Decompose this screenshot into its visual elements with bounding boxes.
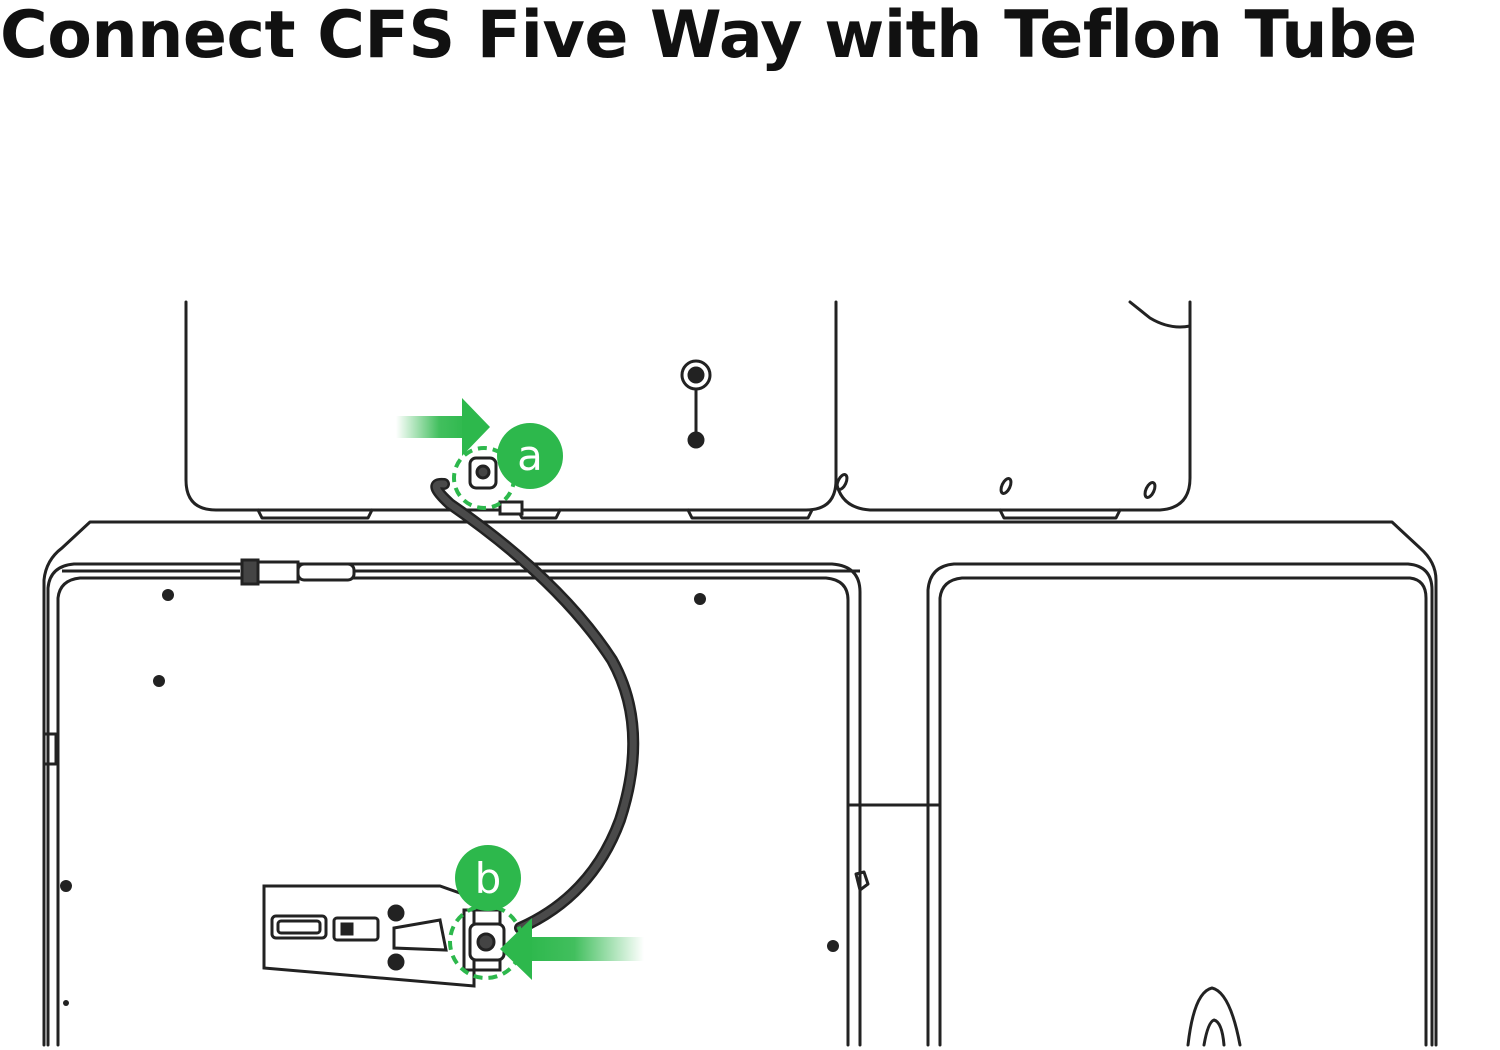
cfs-unit-right-outline xyxy=(834,300,1192,512)
tube-fitting-b xyxy=(468,922,506,962)
tube-fitting-a xyxy=(468,456,524,516)
printer-left-panel xyxy=(46,562,862,1047)
printer-top-edge xyxy=(42,520,1438,1047)
callout-badge-b: b xyxy=(455,845,521,911)
page-title: Connect CFS Five Way with Teflon Tube xyxy=(0,0,1417,73)
callout-label-b: b xyxy=(475,854,502,903)
five-way-connector xyxy=(262,884,502,988)
tube-coupler-top xyxy=(62,558,860,586)
arrow-right-icon xyxy=(396,398,490,456)
printer-right-panel xyxy=(926,562,1434,1047)
arrow-left-icon xyxy=(500,918,644,980)
callout-badge-a: a xyxy=(497,423,563,489)
callout-label-a: a xyxy=(517,431,543,480)
screw-dots xyxy=(60,589,839,1006)
key-hole-icon xyxy=(680,359,712,449)
